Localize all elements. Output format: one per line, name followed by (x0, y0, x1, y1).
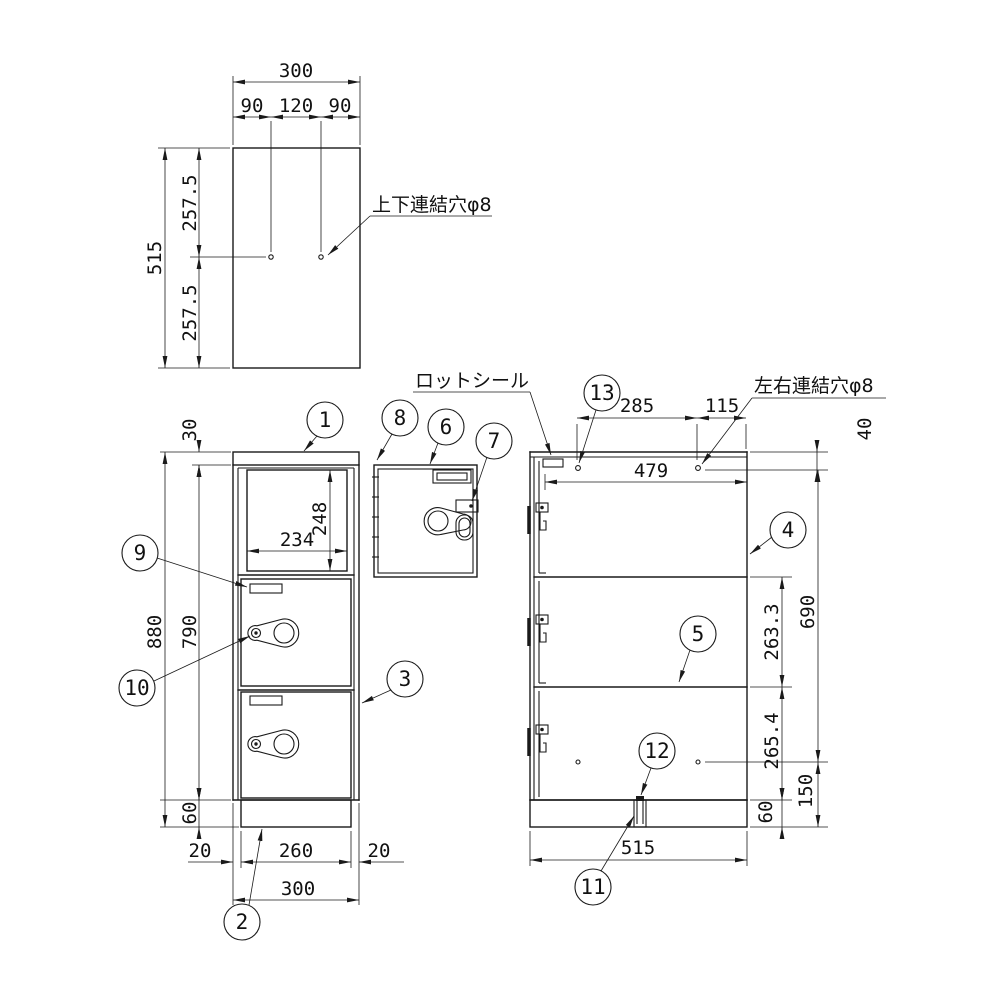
dim-hole-from-floor: 150 (795, 774, 817, 808)
dim-hole-right: 90 (329, 95, 352, 117)
bottom-keyhole (250, 738, 262, 750)
dim-overall-depth: 515 (621, 837, 655, 859)
balloon-6: 6 (427, 408, 465, 465)
balloon-2: 2 (223, 828, 263, 941)
balloon-1-number: 1 (319, 408, 332, 432)
balloon-7: 7 (471, 422, 513, 502)
side-base (529, 799, 748, 828)
dim-top-width: 300 (279, 60, 313, 82)
dim-hole-pitch: 120 (279, 95, 313, 117)
bottom-name-plate (249, 695, 283, 706)
dim-body-height: 790 (179, 615, 201, 649)
balloon-5: 5 (678, 615, 717, 683)
dim-depth: 515 (144, 241, 166, 275)
middle-door (240, 578, 352, 687)
dim-overall-height: 880 (144, 615, 166, 649)
front-base (240, 799, 352, 828)
label-top-bottom-hole: 上下連結穴φ8 (372, 194, 492, 216)
top-view: 300 90 120 90 515 257.5 257.5 上下連結穴φ8 (144, 60, 492, 369)
latch-hook-bottom (527, 724, 549, 756)
dim-hole-pitch-vertical: 690 (797, 595, 819, 629)
side-hole-rear-bottom (695, 759, 701, 765)
front-top-cap (232, 451, 360, 466)
dim-depth-front-half: 257.5 (179, 174, 201, 231)
balloon-4: 4 (749, 511, 807, 555)
middle-door-lock (247, 618, 300, 648)
dim-side-base-height: 60 (755, 801, 777, 824)
balloon-5-number: 5 (692, 622, 705, 646)
balloon-11: 11 (574, 815, 635, 906)
connect-hole-right (318, 254, 324, 260)
dim-inner-depth: 479 (634, 460, 668, 482)
dim-shelf-pitch-upper: 263.3 (761, 603, 783, 660)
label-lot-seal: ロットシール (415, 370, 529, 392)
middle-keyhole (250, 627, 262, 639)
balloon-10: 10 (118, 635, 251, 707)
middle-name-plate (249, 583, 283, 594)
front-view: 880 30 790 60 248 234 20 260 20 300 (144, 419, 404, 905)
balloon-3-number: 3 (399, 667, 412, 691)
side-hole-front-bottom (575, 759, 581, 765)
balloon-8-number: 8 (394, 406, 407, 430)
dim-overall-width: 300 (281, 878, 315, 900)
detail-name-plate-pocket (432, 469, 472, 484)
dim-opening-width: 234 (280, 529, 314, 551)
dim-base-width: 260 (279, 840, 313, 862)
side-hole-rear-top (695, 465, 701, 471)
bottom-door (240, 691, 352, 799)
balloon-12: 12 (638, 732, 676, 796)
floor-anchor (633, 796, 647, 828)
dim-opening-height: 248 (309, 502, 331, 536)
bottom-door-lock (247, 729, 300, 759)
detail-door-outline (373, 464, 478, 578)
balloon-7-number: 7 (488, 429, 501, 453)
label-left-right-hole: 左右連結穴φ8 (754, 375, 874, 397)
balloon-1: 1 (303, 401, 344, 452)
balloon-4-number: 4 (782, 518, 795, 542)
balloon-13: 13 (578, 374, 621, 464)
dim-hole-from-top: 40 (854, 418, 876, 441)
balloon-12-number: 12 (644, 739, 669, 763)
balloon-10-number: 10 (124, 676, 149, 700)
dim-depth-rear-half: 257.5 (179, 284, 201, 341)
balloon-9: 9 (121, 534, 248, 588)
balloon-9-number: 9 (134, 541, 147, 565)
balloon-3: 3 (361, 660, 424, 704)
dim-base-offset-left: 20 (189, 840, 212, 862)
dim-hole-to-front: 285 (620, 395, 654, 417)
balloon-11-number: 11 (580, 875, 605, 899)
latch-hook-middle (527, 614, 549, 646)
dim-base-offset-right: 20 (368, 840, 391, 862)
detail-handle (455, 514, 474, 541)
balloon-13-number: 13 (589, 381, 614, 405)
balloon-callouts: 1 2 3 4 5 6 7 (118, 374, 807, 941)
latch-hook-top (527, 502, 549, 534)
balloon-2-number: 2 (236, 910, 249, 934)
side-hole-front-top (575, 465, 581, 471)
dim-hole-left: 90 (241, 95, 264, 117)
door-detail-view (372, 464, 479, 578)
dim-base-height: 60 (179, 802, 201, 825)
top-view-outline (232, 147, 361, 369)
open-compartment (246, 469, 348, 572)
dim-shelf-pitch-lower: 265.4 (761, 712, 783, 769)
balloon-8: 8 (376, 399, 419, 461)
side-view: 285 115 40 479 263.3 265.4 60 690 150 51… (413, 370, 886, 866)
detail-lock-mechanism (423, 499, 479, 541)
lot-seal-sticker (542, 458, 564, 468)
dim-hole-to-rear: 115 (705, 395, 739, 417)
detail-latch (455, 499, 479, 513)
connect-hole-left (268, 254, 274, 260)
dim-top-frame: 30 (179, 419, 201, 442)
balloon-6-number: 6 (440, 415, 453, 439)
